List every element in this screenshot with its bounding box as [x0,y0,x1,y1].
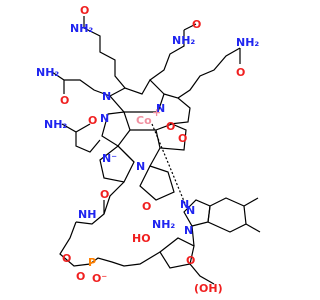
nitrogen-label-4: N [136,160,145,173]
atom-labels: NH₂ O NH₂ O O NH₂ NH₂ O N O N Co + N NH₂… [36,4,259,295]
nh2-label-5: NH₂ [44,118,67,131]
nh2-label-1: NH₂ [70,22,93,35]
oxygen-anion-label: O⁻ [92,272,107,285]
bond-core-link-3 [149,147,161,167]
oxygen-label-8: O [142,200,151,213]
bond-chain-top-left [83,27,126,89]
cobalt-label: Co [136,114,152,127]
oxygen-label-5: O [166,120,175,133]
hydroxyl-label-1: HO [132,232,151,245]
bond-chain-phosphate [59,221,161,267]
molecule-diagram: NH₂ O NH₂ O O NH₂ NH₂ O N O N Co + N NH₂… [36,4,261,295]
nitrogen-label-2: N [156,102,165,115]
bond-ring-core-right [155,123,187,151]
bond-chain-ribose-oh [189,263,215,285]
bond-co-coordination [151,123,187,207]
oxygen-label-3: O [192,18,201,31]
bond-chain-right [177,47,241,99]
oxygen-label-7: O [178,132,187,145]
bond-lines [51,16,261,285]
cobalt-charge: + [152,106,161,119]
bond-ring-benzo [207,197,247,233]
bond-ring-lower-right [139,165,175,201]
nitrogen-label-7: N [184,224,193,237]
bond-methyl-2 [245,223,261,233]
bond-ring-upper [109,79,165,113]
nh2-label-2: NH₂ [36,66,59,79]
oxygen-label-1: O [80,4,89,17]
amide-nh-label: NH [78,208,96,221]
oxygen-label-9: O [100,188,109,201]
bond-chain-left [51,71,111,97]
nitrogen-anion-label: N⁻ [102,152,117,165]
bond-n-ribose [191,225,195,247]
bond-chain-left-lower [61,123,101,153]
bond-methyl-1 [243,197,259,207]
bond-ring-core [101,111,131,147]
bond-ring-lower-left [99,145,135,183]
oxygen-label-2: O [60,94,69,107]
nitrogen-label-5: N [180,198,189,211]
bond-c-o-3 [183,23,197,31]
oxygen-label-4: O [236,66,245,79]
hydroxyl-label-2: (OH) [194,282,223,295]
bond-ring-ribose [159,237,195,269]
nh2-label-3: NH₂ [172,34,195,47]
oxygen-label-11: O [62,252,71,265]
oxygen-label-12: O [76,270,85,283]
oxygen-label-10: O [186,254,195,267]
nitrogen-label-3: N [100,112,109,125]
oxygen-label-6: O [88,114,97,127]
structure-drawing: NH₂ O NH₂ O O NH₂ NH₂ O N O N Co + N NH₂… [36,4,261,295]
bond-ring-upper-right [163,93,191,125]
nh2-label-4: NH₂ [236,36,259,49]
nitrogen-label-6: N [186,204,195,217]
nh2-label-6: NH₂ [152,218,175,231]
bond-c-o-5 [75,123,91,133]
nitrogen-label-1: N [102,90,111,103]
bond-chain-top-center [149,30,185,81]
phosphorus-label: P [88,256,96,269]
